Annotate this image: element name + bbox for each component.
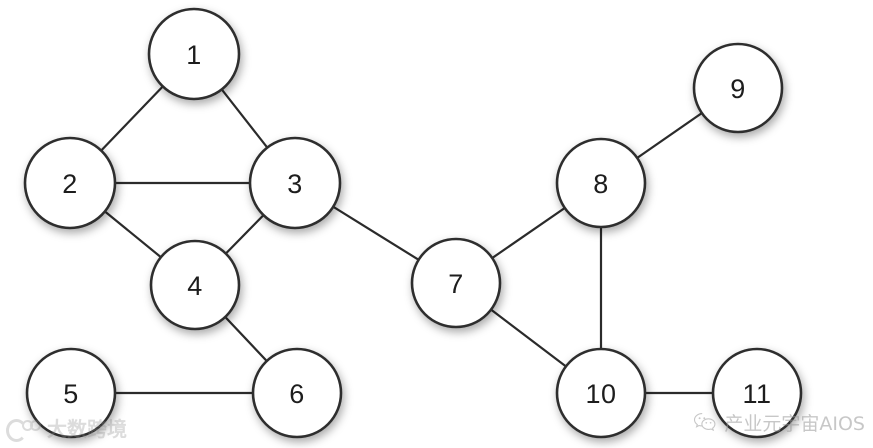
graph-node-3[interactable]: 3 xyxy=(248,136,342,230)
node-circle-10[interactable] xyxy=(555,347,647,439)
node-label-8: 8 xyxy=(593,169,609,199)
node-label-2: 2 xyxy=(62,169,78,199)
edges-layer xyxy=(68,52,759,395)
graph-node-4[interactable]: 4 xyxy=(149,239,241,331)
graph-node-6[interactable]: 6 xyxy=(251,347,343,439)
graph-node-1[interactable]: 1 xyxy=(147,7,241,101)
node-circle-3[interactable] xyxy=(248,136,342,230)
node-circle-7[interactable] xyxy=(410,237,502,329)
node-circle-5[interactable] xyxy=(25,347,117,439)
node-circle-2[interactable] xyxy=(23,136,117,230)
node-circle-1[interactable] xyxy=(147,7,241,101)
node-circle-8[interactable] xyxy=(555,137,647,229)
node-circle-4[interactable] xyxy=(149,239,241,331)
node-label-11: 11 xyxy=(742,379,771,409)
node-circle-11[interactable] xyxy=(711,347,803,439)
graph-node-7[interactable]: 7 xyxy=(410,237,502,329)
graph-node-2[interactable]: 2 xyxy=(23,136,117,230)
node-label-10: 10 xyxy=(585,379,616,409)
graph-node-11[interactable]: 11 xyxy=(711,347,803,439)
node-label-7: 7 xyxy=(448,269,464,299)
graph-node-9[interactable]: 9 xyxy=(692,42,784,134)
node-circle-6[interactable] xyxy=(251,347,343,439)
node-label-4: 4 xyxy=(187,271,203,301)
node-label-5: 5 xyxy=(63,379,79,409)
node-label-3: 3 xyxy=(287,169,303,199)
nodes-layer: 1 2 3 4 5 6 7 8 9 10 11 xyxy=(23,7,803,439)
node-label-6: 6 xyxy=(289,379,305,409)
node-label-9: 9 xyxy=(730,74,746,104)
node-circle-9[interactable] xyxy=(692,42,784,134)
graph-node-5[interactable]: 5 xyxy=(25,347,117,439)
graph-node-8[interactable]: 8 xyxy=(555,137,647,229)
node-label-1: 1 xyxy=(186,40,202,70)
graph-node-10[interactable]: 10 xyxy=(555,347,647,439)
